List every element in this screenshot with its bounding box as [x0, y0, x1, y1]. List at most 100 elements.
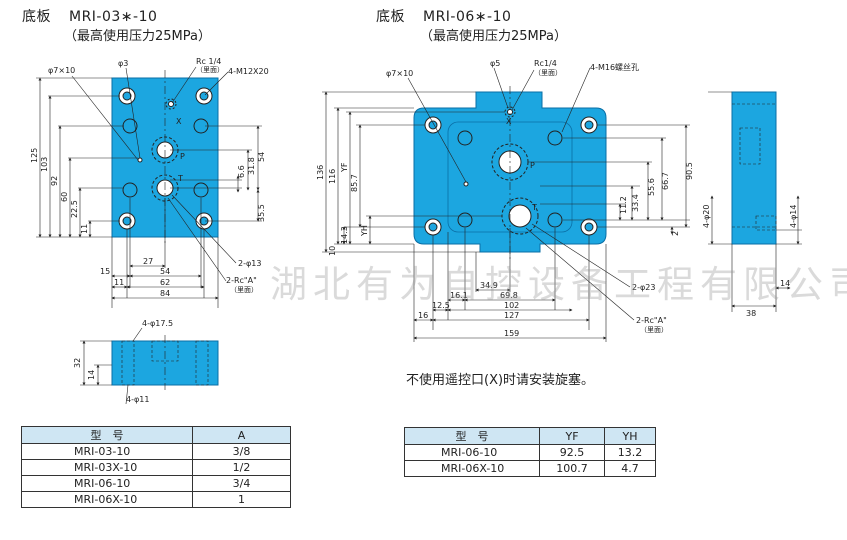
right-model: MRI-06∗-10: [423, 9, 512, 25]
left-dim-54v: 54: [257, 152, 266, 162]
right-port-x: X: [506, 117, 512, 126]
right-title: 底板 MRI-06∗-10: [376, 6, 511, 26]
left-port-x: X: [176, 117, 182, 126]
left-side-32: 32: [73, 358, 82, 368]
table-header-a: A: [192, 426, 291, 444]
right-dim-85-7: 85.7: [350, 174, 359, 192]
left-label-phi13: 2-φ13: [238, 259, 261, 268]
table-header-row: 型 号 A: [21, 426, 291, 444]
right-dim-90-5: 90.5: [685, 162, 694, 180]
right-label-phi7x10: φ7×10: [386, 69, 413, 78]
table-cell-model: MRI-03X-10: [21, 459, 193, 476]
right-dim-yf: YF: [340, 162, 349, 173]
right-dim-116: 116: [328, 169, 337, 184]
left-dim-27: 27: [143, 257, 153, 266]
table-cell-a: 3/4: [192, 475, 291, 492]
left-dim-54h: 54: [160, 267, 170, 276]
right-label-rcA: 2-Rc"A": [636, 316, 667, 325]
right-dim-33-4: 33.4: [631, 194, 640, 212]
right-side-phi14: 4-φ14: [789, 205, 798, 228]
table-cell-model: MRI-06X-10: [21, 491, 193, 508]
right-dim-11-2: 11.2: [619, 196, 628, 214]
right-plate-side-view: 4-φ20 4-φ14 38 14: [702, 91, 802, 318]
right-dim-55-6: 55.6: [647, 178, 656, 196]
right-dim-127: 127: [504, 311, 519, 320]
table-cell-a: 3/8: [192, 443, 291, 460]
right-dim-102: 102: [504, 301, 519, 310]
left-dim-92: 92: [50, 176, 59, 186]
left-port-t: T: [177, 174, 183, 183]
right-label-phi23: 2-φ23: [632, 283, 655, 292]
left-label-phi7x10: φ7×10: [48, 66, 75, 75]
right-port-t: T: [531, 203, 537, 212]
right-side-38: 38: [746, 309, 756, 318]
right-port-p: P: [530, 161, 535, 170]
table-cell-yh: 13.2: [604, 444, 656, 461]
right-dim-69-8: 69.8: [500, 291, 518, 300]
left-dim-11h: 11: [114, 278, 124, 287]
right-dim-12-5: 12.5: [432, 301, 450, 310]
left-dim-35-5: 35.5: [257, 204, 266, 222]
left-model: MRI-03∗-10: [69, 9, 158, 25]
table-header-yf: YF: [539, 427, 605, 445]
left-label-back2: （里面）: [230, 286, 258, 294]
left-label-rc14: Rc 1/4: [196, 57, 221, 66]
right-dim-16-1: 16.1: [450, 291, 468, 300]
left-dim-22-5: 22.5: [70, 200, 79, 218]
right-label-back2: （里面）: [640, 326, 668, 334]
table-cell-yh: 4.7: [604, 460, 656, 477]
left-dim-62: 62: [160, 278, 170, 287]
left-dim-11: 11: [80, 224, 89, 234]
right-subtitle: （最高使用压力25MPa）: [420, 29, 567, 44]
left-label-rcA: 2-Rc"A": [226, 276, 257, 285]
right-dim-10: 10: [328, 246, 337, 256]
table-header-yh: YH: [604, 427, 656, 445]
right-title-prefix: 底板: [376, 9, 405, 25]
right-dim-14-3: 14.3: [340, 226, 349, 244]
right-dim-34-9: 34.9: [480, 281, 498, 290]
left-dim-6-6: 6.6: [237, 165, 246, 178]
left-dim-84: 84: [160, 289, 170, 298]
right-label-rc14: Rc1/4: [534, 59, 557, 68]
table-cell-yf: 92.5: [539, 444, 605, 461]
left-dim-15: 15: [100, 267, 110, 276]
left-dim-60: 60: [60, 192, 69, 202]
left-label-m12: 4-M12X20: [228, 67, 269, 76]
table-cell-yf: 100.7: [539, 460, 605, 477]
right-plate-top-view: [413, 86, 607, 260]
left-port-p: P: [180, 152, 185, 161]
left-title: 底板 MRI-03∗-10: [22, 6, 157, 26]
right-label-back: （里面）: [534, 69, 562, 77]
left-subtitle: （最高使用压力25MPa）: [64, 29, 211, 44]
left-label-phi3: φ3: [118, 59, 128, 68]
right-label-m16: 4-M16螺丝孔: [590, 62, 639, 72]
plug-note: 不使用遥控口(X)时请安装旋塞。: [406, 373, 595, 388]
table-cell-model: MRI-06-10: [404, 444, 540, 461]
table-cell-model: MRI-03-10: [21, 443, 193, 460]
left-dim-31-8: 31.8: [247, 157, 256, 175]
right-side-phi20: 4-φ20: [702, 205, 711, 228]
left-side-phi17-5: 4-φ17.5: [142, 319, 173, 328]
right-dim-66-7: 66.7: [661, 172, 670, 190]
table-header-model: 型 号: [404, 427, 540, 445]
left-title-prefix: 底板: [22, 9, 51, 25]
right-dim-2: 2: [671, 231, 680, 236]
table-cell-a: 1/2: [192, 459, 291, 476]
right-dim-159: 159: [504, 329, 519, 338]
table-cell-model: MRI-06-10: [21, 475, 193, 492]
right-dim-16: 16: [418, 311, 428, 320]
table-header-row: 型 号 YF YH: [404, 427, 656, 445]
table-cell-model: MRI-06X-10: [404, 460, 540, 477]
right-dim-yh: YH: [360, 225, 369, 237]
left-side-14: 14: [87, 370, 96, 380]
right-label-phi5: φ5: [490, 59, 500, 68]
right-dim-136: 136: [316, 165, 325, 180]
